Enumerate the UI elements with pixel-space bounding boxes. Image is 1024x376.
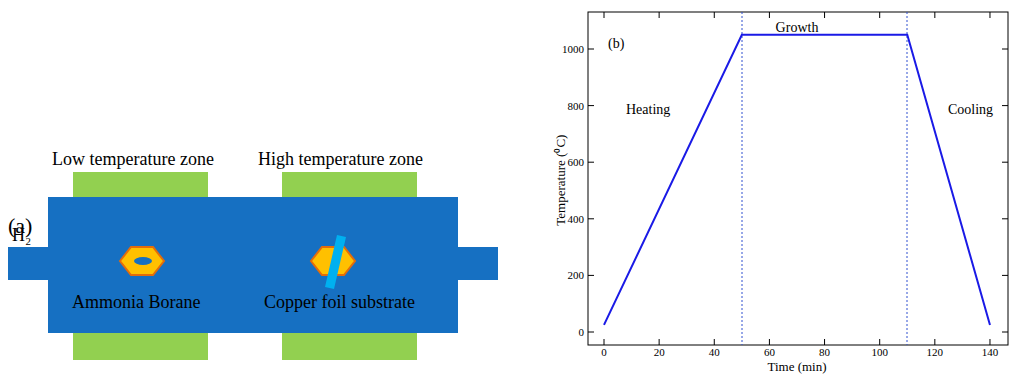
- boat: [120, 247, 164, 275]
- tick-label: 120: [927, 346, 944, 358]
- phase-divider: [742, 12, 743, 345]
- tick-mark: [588, 105, 594, 106]
- tick-mark: [769, 12, 770, 18]
- phase-label: Cooling: [948, 102, 993, 117]
- tick-mark: [934, 339, 935, 345]
- tick-mark: [1002, 275, 1008, 276]
- tick-label: 60: [764, 346, 775, 358]
- tick-mark: [1002, 162, 1008, 163]
- temperature-curve: [604, 35, 990, 325]
- tick-label: 80: [819, 346, 830, 358]
- panel-label: (b): [608, 36, 624, 51]
- tick-mark: [824, 339, 825, 345]
- part-label: Ammonia Borane: [72, 293, 200, 313]
- tick-label: 0: [601, 346, 607, 358]
- tick-mark: [588, 332, 594, 333]
- axis-ticks: [588, 12, 1008, 345]
- tick-label: 20: [654, 346, 665, 358]
- tick-mark: [659, 12, 660, 18]
- tick-mark: [934, 12, 935, 18]
- tick-mark: [1002, 49, 1008, 50]
- heater-block: [282, 172, 417, 197]
- tick-mark: [824, 12, 825, 18]
- tick-mark: [1002, 218, 1008, 219]
- tick-mark: [604, 339, 605, 345]
- axis-title: Time (min): [767, 360, 826, 374]
- tick-mark: [588, 162, 594, 163]
- tick-mark: [588, 275, 594, 276]
- tick-label: 0: [579, 326, 585, 338]
- tick-label: 800: [568, 100, 585, 112]
- tick-mark: [604, 12, 605, 18]
- tick-mark: [989, 339, 990, 345]
- quartz-tube: [48, 197, 458, 333]
- part-label: Copper foil substrate: [264, 293, 415, 313]
- heater-block: [282, 333, 417, 360]
- tick-label: 1000: [562, 43, 584, 55]
- precursor-powder: [134, 257, 152, 265]
- tick-mark: [1002, 332, 1008, 333]
- tick-mark: [714, 339, 715, 345]
- zone-label: Low temperature zone: [52, 150, 214, 170]
- tick-mark: [588, 218, 594, 219]
- zone-label: High temperature zone: [258, 150, 423, 170]
- phase-divider: [907, 12, 908, 345]
- tick-mark: [769, 339, 770, 345]
- tick-mark: [714, 12, 715, 18]
- tick-label: 200: [568, 269, 585, 281]
- tick-mark: [879, 339, 880, 345]
- tick-label: 400: [568, 213, 585, 225]
- phase-label: Heating: [626, 102, 670, 117]
- tick-label: 100: [871, 346, 888, 358]
- tick-mark: [989, 12, 990, 18]
- heater-block: [73, 333, 208, 360]
- inlet-tube: [8, 247, 50, 280]
- outlet-tube: [456, 247, 498, 280]
- tick-mark: [588, 49, 594, 50]
- gas-label: H₂: [12, 226, 31, 246]
- tick-label: 40: [709, 346, 720, 358]
- copper-foil: [325, 235, 346, 289]
- tick-label: 140: [982, 346, 999, 358]
- tick-mark: [879, 12, 880, 18]
- plot-frame: [588, 12, 1008, 345]
- phase-label: Growth: [776, 20, 819, 35]
- axis-title: Temperature (⁰C): [555, 134, 569, 225]
- tick-mark: [659, 339, 660, 345]
- tick-label: 600: [568, 156, 585, 168]
- tick-mark: [1002, 105, 1008, 106]
- heater-block: [73, 172, 208, 197]
